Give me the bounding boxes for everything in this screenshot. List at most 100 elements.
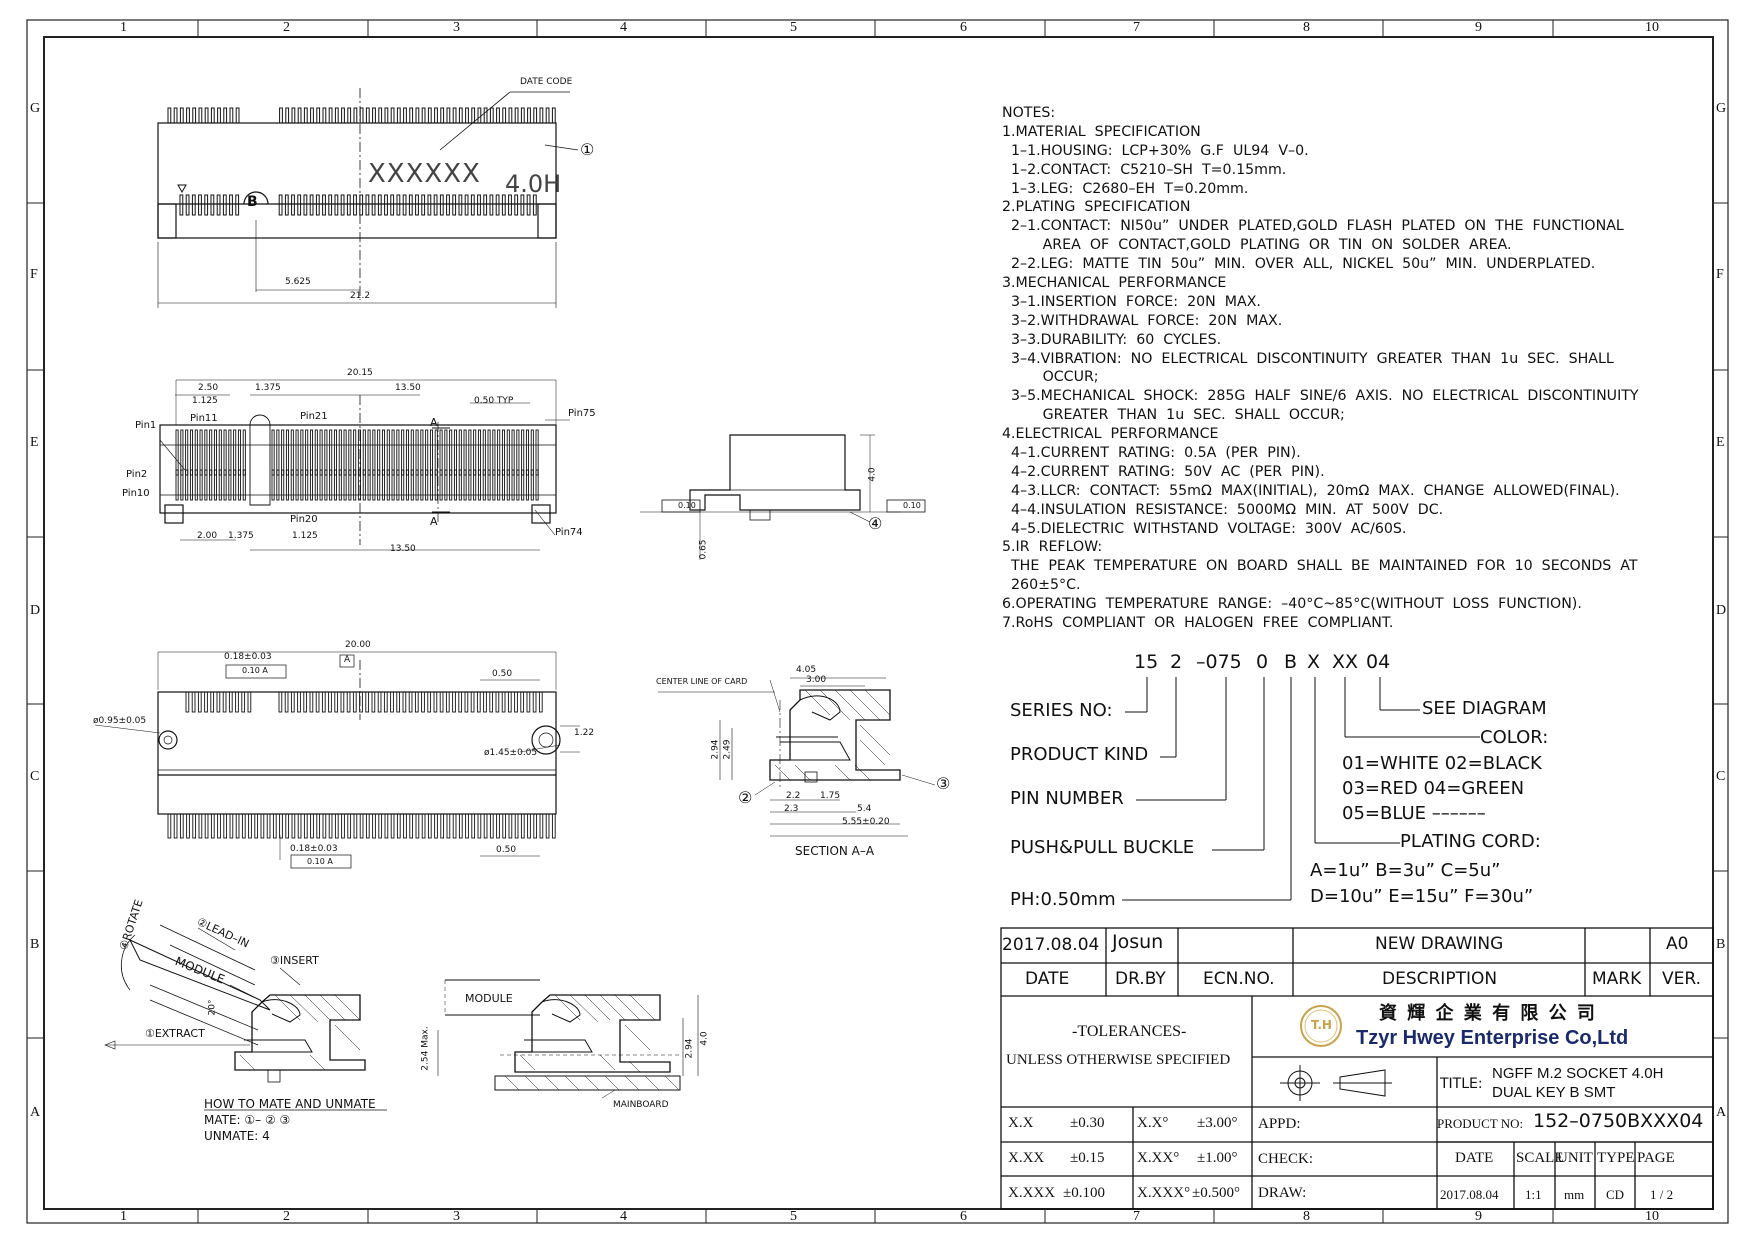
company-name-en: Tzyr Hwey Enterprise Co,Ltd <box>1356 1027 1629 1049</box>
pin21-label: Pin21 <box>300 411 328 422</box>
tol-x-xx-val: ±0.15 <box>1070 1150 1105 1166</box>
company-logo-text: T.H <box>1311 1018 1332 1032</box>
pin1-label: Pin1 <box>135 420 157 431</box>
dim-2-50: 2.50 <box>198 383 219 393</box>
zone-row-label: E <box>30 435 39 450</box>
note-line: OCCUR; <box>1002 369 1099 386</box>
header-ver: VER. <box>1662 969 1701 989</box>
zone-row-label: D <box>30 603 41 618</box>
zone-column-label: 9 <box>1475 1209 1482 1224</box>
tolerances-heading: -TOLERANCES- <box>1072 1023 1187 1040</box>
tol-x-x-deg: X.X° <box>1137 1115 1169 1131</box>
note-line: 7.RoHS COMPLIANT OR HALOGEN FREE COMPLIA… <box>1002 615 1394 632</box>
title-line-2: DUAL KEY B SMT <box>1492 1084 1616 1101</box>
dim-5-4: 5.4 <box>857 804 872 814</box>
plating-label: PLATING CORD: <box>1400 831 1541 852</box>
code-seg-color: XX <box>1332 651 1359 673</box>
zone-row-label: C <box>30 769 40 784</box>
dim-2-94: 2.94 <box>710 739 721 760</box>
tol-x-xxx-deg: X.XXX° <box>1137 1185 1191 1201</box>
section-view <box>658 677 936 837</box>
zone-row-label: G <box>30 101 41 116</box>
note-line: 4–5.DIELECTRIC WITHSTAND VOLTAGE: 300V A… <box>1002 520 1407 537</box>
dim-0-50-bottom: 0.50 <box>496 845 517 855</box>
pin-number-label: PIN NUMBER <box>1010 788 1124 809</box>
footer-type-value: CD <box>1606 1187 1625 1202</box>
footer-scale-value: 1:1 <box>1525 1187 1542 1202</box>
company-logo-icon <box>1300 1005 1342 1047</box>
dim-0-65: 0.65 <box>698 539 709 560</box>
dim-2-2: 2.2 <box>786 791 801 801</box>
footer-page-label: PAGE <box>1637 1150 1675 1166</box>
zone-column-label: 3 <box>453 20 460 35</box>
gdt-bottom: 0.10 A <box>307 857 333 866</box>
note-line: 3–5.MECHANICAL SHOCK: 285G HALF SINE/6 A… <box>1002 388 1639 405</box>
unless-otherwise: UNLESS OTHERWISE SPECIFIED <box>1006 1052 1231 1068</box>
tol-x-x: X.X <box>1008 1115 1034 1131</box>
appd-label: APPD: <box>1258 1116 1301 1132</box>
note-line: 4–3.LLCR: CONTACT: 55mΩ MAX(INITIAL), 20… <box>1002 482 1620 499</box>
rev-date: 2017.08.04 <box>1002 935 1100 955</box>
dim-3-00: 3.00 <box>806 675 827 685</box>
pin10-label: Pin10 <box>122 488 150 499</box>
zone-row-label: B <box>1716 937 1726 952</box>
note-line: 4–4.INSULATION RESISTANCE: 5000MΩ MIN. A… <box>1002 501 1444 518</box>
tol-x-xxx: X.XXX <box>1008 1185 1056 1201</box>
side-view <box>640 434 926 560</box>
balloon-2: ② <box>738 788 753 807</box>
zone-column-label: 4 <box>620 20 627 35</box>
hole-0-95: ø0.95±0.05 <box>93 716 147 726</box>
date-code-marking: XXXXXX <box>368 159 481 189</box>
tol-x-x-deg-val: ±3.00° <box>1197 1115 1238 1131</box>
zone-column-label: 7 <box>1133 20 1140 35</box>
tol-x-xx-deg-val: ±1.00° <box>1197 1150 1238 1166</box>
dim-2-3: 2.3 <box>784 804 799 814</box>
zone-column-label: 3 <box>453 1209 460 1224</box>
footer-unit-value: mm <box>1564 1187 1585 1202</box>
center-line-of-card: CENTER LINE OF CARD <box>656 677 748 686</box>
title-block-grid <box>1000 927 1714 1210</box>
pin-view <box>159 379 570 551</box>
dim-1-125: 1.125 <box>192 396 218 406</box>
series-no-label: SERIES NO: <box>1010 700 1113 721</box>
zone-row-label: F <box>1716 267 1724 282</box>
note-line: 4.ELECTRICAL PERFORMANCE <box>1002 426 1219 443</box>
note-line: 2–2.LEG: MATTE TIN 50u” MIN. OVER ALL, N… <box>1002 256 1596 273</box>
color-line-2: 03=RED 04=GREEN <box>1342 778 1525 799</box>
datum-a: A <box>344 655 351 665</box>
product-no-label: PRODUCT NO: <box>1437 1116 1524 1131</box>
note-line: 1–3.LEG: C2680–EH T=0.20mm. <box>1002 180 1249 197</box>
part-code-leaders <box>1122 677 1480 901</box>
draw-label: DRAW: <box>1258 1185 1307 1201</box>
dim-4-0: 4.0 <box>867 467 878 482</box>
mating-view <box>104 924 387 1111</box>
color-line-1: 01=WHITE 02=BLACK <box>1342 753 1542 774</box>
footer-unit-label: UNIT <box>1557 1150 1593 1166</box>
tol-x-xxx-deg-val: ±0.500° <box>1192 1185 1240 1201</box>
tol-x-xx: X.XX <box>1008 1150 1045 1166</box>
tol-0-18-top: 0.18±0.03 <box>224 652 272 662</box>
header-date: DATE <box>1025 969 1070 989</box>
mounted-view <box>437 979 699 1099</box>
key-letter: B <box>247 194 258 210</box>
pin75-label: Pin75 <box>568 408 596 419</box>
dim-1-75: 1.75 <box>820 791 841 801</box>
note-line: 260±5°C. <box>1002 577 1081 594</box>
gdt-top: 0.10 A <box>242 666 268 675</box>
zone-column-label: 9 <box>1475 20 1482 35</box>
note-line: 3–3.DURABILITY: 60 CYCLES. <box>1002 331 1222 348</box>
top-view <box>157 88 579 308</box>
extract-label: ①EXTRACT <box>145 1027 205 1040</box>
tol-x-xx-deg: X.XX° <box>1137 1150 1180 1166</box>
note-line: 6.OPERATING TEMPERATURE RANGE: –40°C~85°… <box>1002 596 1582 613</box>
dim-1-125-bottom: 1.125 <box>292 531 318 541</box>
balloon-4: ④ <box>868 514 883 533</box>
dim-21-2: 21.2 <box>350 291 371 301</box>
company-name-cn: 資 輝 企 業 有 限 公 司 <box>1379 1003 1597 1024</box>
color-label: COLOR: <box>1480 727 1549 748</box>
flatness-right: 0.10 <box>903 501 921 510</box>
header-mark: MARK <box>1592 969 1642 989</box>
rev-ver: A0 <box>1666 934 1689 954</box>
see-diagram-label: SEE DIAGRAM <box>1422 698 1547 719</box>
